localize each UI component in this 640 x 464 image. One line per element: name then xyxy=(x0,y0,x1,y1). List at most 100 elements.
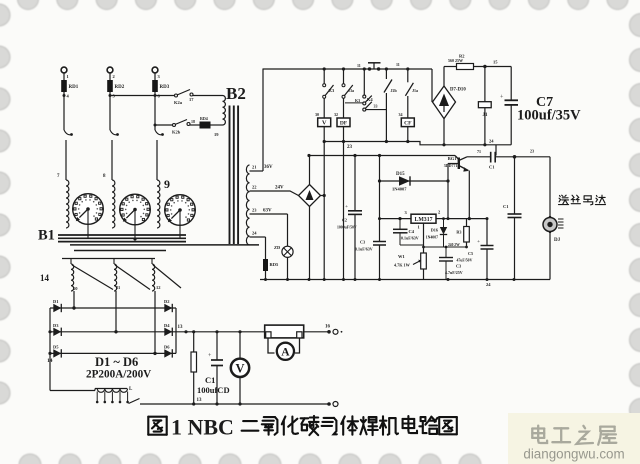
svg-text:2: 2 xyxy=(113,74,116,79)
svg-text:1N4007: 1N4007 xyxy=(392,187,407,192)
svg-text:RD2: RD2 xyxy=(115,85,125,90)
svg-text:4.7uF/25V: 4.7uF/25V xyxy=(445,270,463,275)
svg-text:K4: K4 xyxy=(367,97,374,102)
svg-text:DJ: DJ xyxy=(554,238,561,243)
svg-text:11: 11 xyxy=(357,63,361,68)
svg-text:L: L xyxy=(129,387,133,392)
svg-text:100ufCD: 100ufCD xyxy=(197,385,230,395)
svg-text:7: 7 xyxy=(57,174,60,179)
svg-text:10: 10 xyxy=(73,286,78,291)
svg-text:11: 11 xyxy=(396,62,400,67)
svg-text:24: 24 xyxy=(489,139,494,144)
svg-text:B1: B1 xyxy=(38,228,55,244)
svg-text:17: 17 xyxy=(189,97,194,102)
svg-text:C1: C1 xyxy=(489,165,495,170)
svg-text:LM317: LM317 xyxy=(414,217,432,223)
svg-text:+: + xyxy=(500,95,504,101)
svg-text:30: 30 xyxy=(315,112,319,117)
svg-text:D3: D3 xyxy=(53,323,59,328)
svg-text:240 2W: 240 2W xyxy=(448,243,460,247)
svg-text:CF: CF xyxy=(404,121,412,127)
svg-text:D1 ~ D6: D1 ~ D6 xyxy=(95,355,138,369)
svg-text:D4: D4 xyxy=(164,323,170,328)
svg-text:1 NBC: 1 NBC xyxy=(171,415,234,440)
svg-text:36V: 36V xyxy=(264,165,273,170)
svg-text:J2b: J2b xyxy=(391,88,398,93)
svg-text:C3: C3 xyxy=(456,264,461,269)
svg-text:K3: K3 xyxy=(329,88,336,93)
svg-text:2P200A/200V: 2P200A/200V xyxy=(86,369,151,381)
svg-text:A: A xyxy=(281,347,290,359)
svg-text:J3a: J3a xyxy=(348,88,354,93)
svg-text:+: + xyxy=(345,204,348,210)
svg-text:100uf/35V: 100uf/35V xyxy=(517,108,581,124)
svg-text:V: V xyxy=(235,362,244,376)
svg-text:22: 22 xyxy=(252,185,257,190)
svg-text:DF: DF xyxy=(340,121,348,127)
svg-text:0.1uF/63V: 0.1uF/63V xyxy=(401,236,419,241)
svg-text:14: 14 xyxy=(40,273,50,283)
svg-text:4.7K 1W: 4.7K 1W xyxy=(394,263,411,268)
svg-text:K2b: K2b xyxy=(172,130,181,135)
svg-text:1N4007: 1N4007 xyxy=(426,236,438,240)
svg-text:11: 11 xyxy=(116,285,121,290)
svg-text:D16: D16 xyxy=(431,228,438,233)
svg-text:32: 32 xyxy=(334,112,338,117)
svg-text:D7-D10: D7-D10 xyxy=(450,88,466,93)
svg-text:D1: D1 xyxy=(53,299,59,304)
svg-text:diangongwu.com: diangongwu.com xyxy=(523,447,624,462)
svg-text:W1: W1 xyxy=(398,254,406,259)
svg-text:2: 2 xyxy=(438,210,441,215)
svg-text:71: 71 xyxy=(477,149,481,154)
svg-text:0.1uF/63V: 0.1uF/63V xyxy=(355,247,373,252)
svg-text:21: 21 xyxy=(252,165,257,170)
svg-text:8: 8 xyxy=(103,174,106,179)
svg-text:C3: C3 xyxy=(360,240,365,245)
svg-text:12: 12 xyxy=(156,285,161,290)
svg-text:15: 15 xyxy=(493,60,498,65)
svg-text:4: 4 xyxy=(67,94,70,99)
svg-text:C5: C5 xyxy=(468,251,473,256)
svg-text:47uF/50V: 47uF/50V xyxy=(457,259,473,263)
svg-text:3: 3 xyxy=(405,210,408,215)
svg-text:RD4: RD4 xyxy=(200,116,208,121)
svg-text:63V: 63V xyxy=(263,209,272,214)
svg-text:D2: D2 xyxy=(164,299,170,304)
svg-text:ZD: ZD xyxy=(274,245,281,250)
svg-text:B2: B2 xyxy=(226,84,246,103)
svg-text:RD3: RD3 xyxy=(160,85,170,90)
svg-text:R2: R2 xyxy=(459,54,465,59)
svg-text:18: 18 xyxy=(191,119,195,124)
svg-text:D5: D5 xyxy=(53,344,59,349)
svg-text:9: 9 xyxy=(164,177,170,191)
svg-text:C1: C1 xyxy=(503,204,509,209)
svg-text:C1: C1 xyxy=(205,375,215,385)
svg-text:560 25W: 560 25W xyxy=(448,58,463,63)
svg-text:1: 1 xyxy=(418,225,421,230)
svg-text:3DD771: 3DD771 xyxy=(444,163,458,168)
svg-text:1000uF/50V: 1000uF/50V xyxy=(337,226,357,230)
svg-text:24: 24 xyxy=(486,282,491,287)
svg-text:3: 3 xyxy=(158,74,161,79)
svg-text:R3: R3 xyxy=(456,230,461,235)
svg-text:33: 33 xyxy=(374,104,378,109)
svg-text:14: 14 xyxy=(47,358,53,364)
svg-text:C7: C7 xyxy=(536,95,553,110)
svg-text:+: + xyxy=(477,239,480,245)
svg-text:C2: C2 xyxy=(342,218,347,223)
svg-text:J1a: J1a xyxy=(412,88,418,93)
svg-text:19: 19 xyxy=(214,132,219,137)
svg-text:24: 24 xyxy=(252,231,257,236)
svg-text:C4: C4 xyxy=(409,229,415,234)
svg-text:D6: D6 xyxy=(164,344,170,349)
svg-text:23: 23 xyxy=(347,145,353,150)
svg-text:D15: D15 xyxy=(396,172,405,177)
svg-text:24V: 24V xyxy=(275,186,284,191)
svg-text:K3: K3 xyxy=(355,98,360,103)
svg-text:K2a: K2a xyxy=(174,100,183,105)
svg-text:16: 16 xyxy=(325,325,331,330)
svg-text:34: 34 xyxy=(399,112,403,117)
svg-text:23: 23 xyxy=(252,208,257,213)
svg-text:+: + xyxy=(208,353,212,359)
svg-text:RD1: RD1 xyxy=(69,85,79,90)
